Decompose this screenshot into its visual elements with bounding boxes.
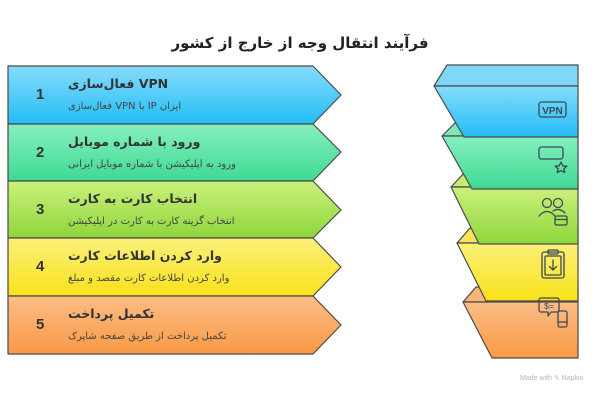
clipboard-download-icon bbox=[541, 249, 565, 279]
step-description: ایران IP با VPN فعال‌سازی bbox=[68, 101, 182, 112]
step-number: 3 bbox=[36, 201, 45, 218]
vpn-badge-icon: VPN bbox=[538, 101, 567, 118]
step-3: 3 انتخاب کارت به کارت انتخاب گزینه کارت … bbox=[8, 181, 313, 238]
step-description: وارد کردن اطلاعات کارت مقصد و مبلغ bbox=[68, 273, 230, 284]
step-number: 1 bbox=[36, 86, 45, 103]
svg-text:$=: $= bbox=[544, 301, 554, 311]
step-4: 4 وارد کردن اطلاعات کارت وارد کردن اطلاع… bbox=[8, 238, 313, 295]
step-number: 2 bbox=[36, 144, 45, 161]
step-description: انتخاب گزینه کارت به کارت در اپلیکیشن bbox=[68, 216, 235, 227]
card-star-icon bbox=[538, 146, 568, 174]
step-title: انتخاب کارت به کارت bbox=[68, 191, 198, 206]
step-number: 5 bbox=[36, 316, 45, 333]
step-1-shape bbox=[7, 65, 342, 125]
napkin-watermark[interactable]: Made with ✎ Napkin bbox=[520, 375, 584, 382]
step-title: ورود با شماره موبایل bbox=[68, 134, 201, 149]
step-5: 5 تکمیل پرداخت تکمیل پرداخت از طریق صفحه… bbox=[8, 296, 313, 353]
step-2: 2 ورود با شماره موبایل ورود به اپلیکیشن … bbox=[8, 124, 313, 181]
band-1-shape bbox=[433, 85, 579, 138]
svg-text:VPN: VPN bbox=[542, 106, 563, 117]
step-3-shape bbox=[7, 180, 342, 239]
step-title: وارد کردن اطلاعات کارت bbox=[68, 248, 222, 263]
step-title: VPN فعال‌سازی bbox=[68, 76, 169, 91]
payment-chat-phone-icon: $= bbox=[538, 297, 568, 328]
step-2-shape bbox=[7, 123, 342, 182]
step-4-shape bbox=[7, 237, 342, 297]
step-description: تکمیل پرداخت از طریق صفحه شاپرک bbox=[68, 331, 227, 342]
step-number: 4 bbox=[36, 258, 45, 275]
diagram-title: فرآیند انتقال وجه از خارج از کشور bbox=[171, 34, 429, 52]
step-1: 1 VPN فعال‌سازی ایران IP با VPN فعال‌ساز… bbox=[8, 66, 313, 123]
step-description: ورود به اپلیکیشن با شماره موبایل ایرانی bbox=[68, 159, 236, 170]
step-5-shape bbox=[7, 295, 342, 355]
band-5-shape bbox=[462, 301, 579, 359]
step-title: تکمیل پرداخت bbox=[68, 306, 155, 321]
users-card-icon bbox=[538, 197, 568, 226]
